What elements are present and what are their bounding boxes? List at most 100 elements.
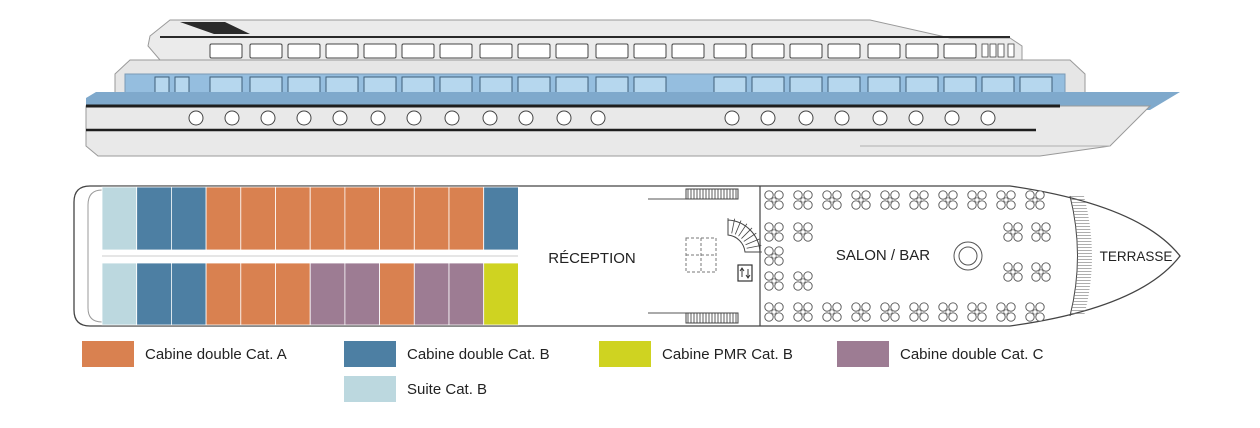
cabin-rows bbox=[101, 186, 519, 326]
table-cluster bbox=[764, 302, 784, 322]
middle-window bbox=[249, 76, 283, 94]
legend-item-cat-c: Cabine double Cat. C bbox=[837, 341, 1043, 367]
legend-item-cat-a: Cabine double Cat. A bbox=[82, 341, 287, 367]
reception-label: RÉCEPTION bbox=[548, 250, 636, 267]
small-window bbox=[989, 43, 997, 58]
table bbox=[1038, 269, 1044, 275]
upper-window bbox=[905, 43, 939, 59]
table bbox=[1010, 269, 1016, 275]
chair bbox=[832, 200, 842, 210]
chair bbox=[774, 200, 784, 210]
porthole bbox=[444, 110, 460, 126]
cabin-bottom-cat-a bbox=[379, 262, 415, 326]
table bbox=[829, 197, 835, 203]
upper-window bbox=[671, 43, 705, 59]
table-cluster bbox=[996, 190, 1016, 210]
chair bbox=[774, 256, 784, 266]
chair bbox=[1031, 232, 1041, 242]
cabin-top-cat-a bbox=[275, 186, 311, 251]
chair bbox=[1013, 232, 1023, 242]
chair bbox=[1031, 262, 1041, 272]
cabin-bottom-cat-a bbox=[275, 262, 311, 326]
porthole bbox=[908, 110, 924, 126]
upper-window bbox=[751, 43, 785, 59]
chair bbox=[1025, 302, 1035, 312]
table bbox=[974, 309, 980, 315]
chair bbox=[1041, 222, 1051, 232]
chair bbox=[1006, 312, 1016, 322]
porthole bbox=[760, 110, 776, 126]
table bbox=[858, 197, 864, 203]
chair bbox=[764, 232, 774, 242]
middle-window bbox=[981, 76, 1015, 94]
chair bbox=[861, 312, 871, 322]
cabin-bottom-cat-c bbox=[448, 262, 485, 326]
chair bbox=[1003, 272, 1013, 282]
upper-window bbox=[325, 43, 359, 59]
elevator-icon bbox=[737, 264, 753, 282]
chair bbox=[803, 190, 813, 200]
chair bbox=[803, 302, 813, 312]
chair bbox=[996, 302, 1006, 312]
small-window bbox=[997, 43, 1005, 58]
chair bbox=[1006, 190, 1016, 200]
table bbox=[916, 309, 922, 315]
table-cluster bbox=[938, 190, 958, 210]
porthole bbox=[872, 110, 888, 126]
chair bbox=[774, 190, 784, 200]
upper-window bbox=[439, 43, 473, 59]
table-cluster bbox=[793, 302, 813, 322]
legend-swatch-cat-a bbox=[82, 341, 134, 367]
salon-bar-label: SALON / BAR bbox=[836, 247, 930, 264]
middle-window bbox=[401, 76, 435, 94]
terrasse-label: TERRASSE bbox=[1100, 249, 1173, 264]
top-stairs bbox=[685, 188, 739, 200]
chair bbox=[996, 312, 1006, 322]
table bbox=[800, 197, 806, 203]
middle-window bbox=[1019, 76, 1053, 94]
chair bbox=[793, 302, 803, 312]
chair bbox=[822, 302, 832, 312]
chair bbox=[977, 200, 987, 210]
porthole bbox=[260, 110, 276, 126]
table bbox=[1003, 197, 1009, 203]
chair bbox=[774, 246, 784, 256]
table-cluster bbox=[967, 302, 987, 322]
table bbox=[945, 197, 951, 203]
chair bbox=[851, 200, 861, 210]
upper-window bbox=[789, 43, 823, 59]
chair bbox=[803, 232, 813, 242]
porthole bbox=[834, 110, 850, 126]
chair bbox=[919, 312, 929, 322]
porthole bbox=[724, 110, 740, 126]
chair bbox=[793, 312, 803, 322]
chair bbox=[890, 190, 900, 200]
chair bbox=[774, 281, 784, 291]
chair bbox=[890, 302, 900, 312]
chair bbox=[764, 190, 774, 200]
table bbox=[771, 253, 777, 259]
chair bbox=[822, 190, 832, 200]
chair bbox=[909, 190, 919, 200]
table-cluster bbox=[1031, 222, 1051, 242]
chair bbox=[1003, 222, 1013, 232]
cabin-top-cat-a bbox=[448, 186, 485, 251]
legend-swatch-suite-b bbox=[344, 376, 396, 402]
middle-window bbox=[713, 76, 747, 94]
chair bbox=[880, 190, 890, 200]
middle-window bbox=[439, 76, 473, 94]
porthole bbox=[332, 110, 348, 126]
chair bbox=[967, 302, 977, 312]
cabin-bottom-pmr-b bbox=[483, 262, 519, 326]
middle-window bbox=[154, 76, 170, 94]
chair bbox=[1041, 272, 1051, 282]
terrasse-hatch bbox=[1070, 196, 1092, 316]
middle-window bbox=[555, 76, 589, 94]
middle-window bbox=[325, 76, 359, 94]
table-cluster bbox=[793, 222, 813, 242]
table-cluster bbox=[967, 190, 987, 210]
middle-window bbox=[943, 76, 977, 94]
bottom-stairs bbox=[685, 312, 739, 324]
upper-window bbox=[287, 43, 321, 59]
chair bbox=[803, 200, 813, 210]
